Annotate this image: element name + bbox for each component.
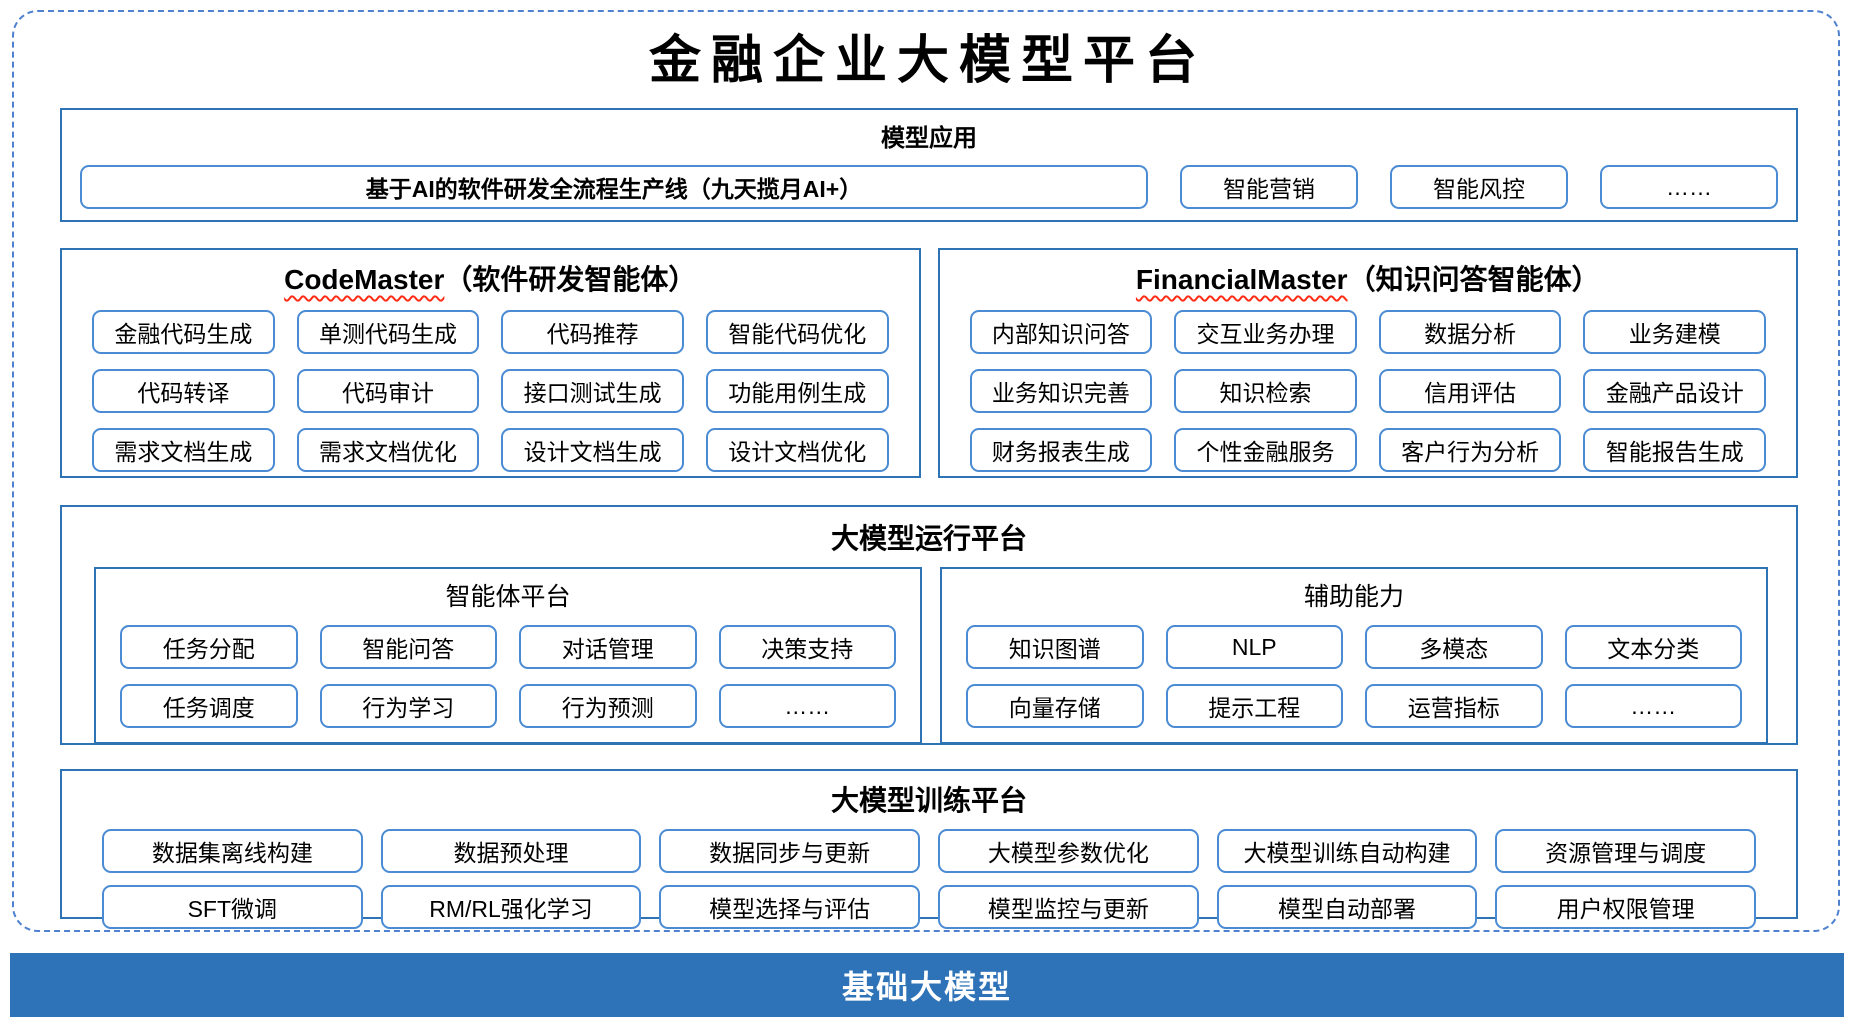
agent-platform-pill: 任务调度 — [120, 684, 298, 728]
subsection-aux-capabilities: 辅助能力 知识图谱 NLP 多模态 文本分类 向量存储 提示工程 运营指标 …… — [940, 567, 1768, 744]
agent-platform-pill: …… — [718, 684, 896, 728]
financialmaster-grid: 内部知识问答 交互业务办理 数据分析 业务建模 业务知识完善 知识检索 信用评估… — [940, 310, 1797, 472]
codemaster-pill: 智能代码优化 — [705, 310, 889, 354]
app-pill-marketing: 智能营销 — [1180, 165, 1358, 209]
agent-platform-pill: 行为学习 — [319, 684, 497, 728]
financialmaster-pill: 业务建模 — [1583, 310, 1766, 354]
app-pill-risk-control: 智能风控 — [1390, 165, 1568, 209]
aux-capabilities-pill: 运营指标 — [1365, 684, 1543, 728]
section-runtime-platform: 大模型运行平台 智能体平台 任务分配 智能问答 对话管理 决策支持 任务调度 行… — [60, 505, 1798, 745]
training-pill: 模型监控与更新 — [937, 885, 1199, 929]
section-financialmaster: FinancialMaster（知识问答智能体） 内部知识问答 交互业务办理 数… — [937, 248, 1798, 478]
financialmaster-pill: 财务报表生成 — [969, 428, 1153, 472]
financialmaster-pill: 个性金融服务 — [1174, 428, 1357, 472]
codemaster-header: CodeMaster（软件研发智能体） — [62, 258, 919, 298]
financialmaster-pill: 内部知识问答 — [969, 310, 1153, 354]
codemaster-pill: 代码推荐 — [501, 310, 684, 354]
financialmaster-pill: 交互业务办理 — [1174, 310, 1357, 354]
codemaster-pill: 金融代码生成 — [92, 310, 275, 354]
subsection-agent-platform: 智能体平台 任务分配 智能问答 对话管理 决策支持 任务调度 行为学习 行为预测… — [94, 567, 922, 744]
aux-capabilities-grid: 知识图谱 NLP 多模态 文本分类 向量存储 提示工程 运营指标 …… — [942, 625, 1766, 728]
codemaster-pill: 设计文档生成 — [501, 428, 684, 472]
aux-capabilities-header: 辅助能力 — [1303, 583, 1404, 611]
training-pill: 数据预处理 — [380, 829, 642, 873]
agent-platform-grid: 任务分配 智能问答 对话管理 决策支持 任务调度 行为学习 行为预测 …… — [96, 625, 920, 728]
training-pill: 资源管理与调度 — [1495, 829, 1756, 873]
codemaster-pill: 单测代码生成 — [296, 310, 480, 354]
app-pill-ellipsis: …… — [1600, 165, 1778, 209]
training-pill: 用户权限管理 — [1495, 885, 1756, 929]
training-pill: 大模型参数优化 — [937, 829, 1199, 873]
aux-capabilities-pill: 文本分类 — [1564, 625, 1742, 669]
codemaster-pill: 代码转译 — [92, 369, 275, 413]
agent-platform-header: 智能体平台 — [445, 583, 571, 611]
section-training-platform: 大模型训练平台 数据集离线构建 数据预处理 数据同步与更新 大模型参数优化 大模… — [60, 769, 1798, 929]
training-pill: 数据集离线构建 — [102, 829, 363, 873]
financialmaster-pill: 业务知识完善 — [969, 369, 1153, 413]
codemaster-pill: 设计文档优化 — [705, 428, 889, 472]
financialmaster-header: FinancialMaster（知识问答智能体） — [940, 258, 1797, 298]
agent-platform-pill: 智能问答 — [319, 625, 497, 669]
codemaster-pill: 功能用例生成 — [705, 369, 889, 413]
financialmaster-pill: 金融产品设计 — [1583, 369, 1766, 413]
codemaster-pill: 需求文档生成 — [92, 428, 275, 472]
training-pill: 模型选择与评估 — [659, 885, 920, 929]
aux-capabilities-pill: 多模态 — [1365, 625, 1543, 669]
runtime-groups: 智能体平台 任务分配 智能问答 对话管理 决策支持 任务调度 行为学习 行为预测… — [62, 557, 1796, 744]
agent-platform-pill: 行为预测 — [519, 684, 697, 728]
section-model-apps: 模型应用 基于AI的软件研发全流程生产线（九天揽月AI+） 智能营销 智能风控 … — [60, 108, 1798, 222]
agent-platform-pill: 对话管理 — [519, 625, 697, 669]
model-apps-row: 基于AI的软件研发全流程生产线（九天揽月AI+） 智能营销 智能风控 …… — [80, 165, 1778, 209]
financialmaster-name-cn: （知识问答智能体） — [1347, 264, 1600, 295]
financialmaster-pill: 客户行为分析 — [1378, 428, 1562, 472]
runtime-header: 大模型运行平台 — [830, 523, 1027, 554]
training-pill: SFT微调 — [102, 885, 363, 929]
aux-capabilities-pill: NLP — [1165, 625, 1343, 669]
app-pill-ai-pipeline: 基于AI的软件研发全流程生产线（九天揽月AI+） — [80, 165, 1148, 209]
training-pill: 模型自动部署 — [1216, 885, 1478, 929]
training-pill: 数据同步与更新 — [659, 829, 920, 873]
aux-capabilities-pill: …… — [1564, 684, 1742, 728]
codemaster-pill: 代码审计 — [296, 369, 480, 413]
codemaster-pill: 需求文档优化 — [296, 428, 480, 472]
page-title: 金融企业大模型平台 — [648, 30, 1207, 91]
aux-capabilities-pill: 提示工程 — [1165, 684, 1343, 728]
financialmaster-pill: 知识检索 — [1174, 369, 1357, 413]
training-grid: 数据集离线构建 数据预处理 数据同步与更新 大模型参数优化 大模型训练自动构建 … — [62, 829, 1796, 929]
model-apps-header: 模型应用 — [881, 125, 977, 152]
financialmaster-pill: 信用评估 — [1378, 369, 1562, 413]
financialmaster-pill: 数据分析 — [1378, 310, 1562, 354]
codemaster-name-cn: （软件研发智能体） — [444, 264, 697, 295]
codemaster-grid: 金融代码生成 单测代码生成 代码推荐 智能代码优化 代码转译 代码审计 接口测试… — [62, 310, 919, 472]
codemaster-pill: 接口测试生成 — [501, 369, 684, 413]
aux-capabilities-pill: 向量存储 — [966, 684, 1144, 728]
financialmaster-pill: 智能报告生成 — [1583, 428, 1766, 472]
aux-capabilities-pill: 知识图谱 — [966, 625, 1144, 669]
agent-platform-pill: 决策支持 — [718, 625, 896, 669]
diagram-root: 金融企业大模型平台 模型应用 基于AI的软件研发全流程生产线（九天揽月AI+） … — [60, 30, 1798, 929]
agent-platform-pill: 任务分配 — [120, 625, 298, 669]
codemaster-name-en: CodeMaster — [284, 264, 445, 295]
training-pill: 大模型训练自动构建 — [1216, 829, 1478, 873]
agents-row: CodeMaster（软件研发智能体） 金融代码生成 单测代码生成 代码推荐 智… — [60, 248, 1798, 478]
training-header: 大模型训练平台 — [830, 785, 1027, 816]
financialmaster-name-en: FinancialMaster — [1135, 264, 1348, 295]
foundation-model-bar: 基础大模型 — [10, 953, 1844, 1017]
training-pill: RM/RL强化学习 — [380, 885, 642, 929]
section-codemaster: CodeMaster（软件研发智能体） 金融代码生成 单测代码生成 代码推荐 智… — [60, 248, 921, 478]
